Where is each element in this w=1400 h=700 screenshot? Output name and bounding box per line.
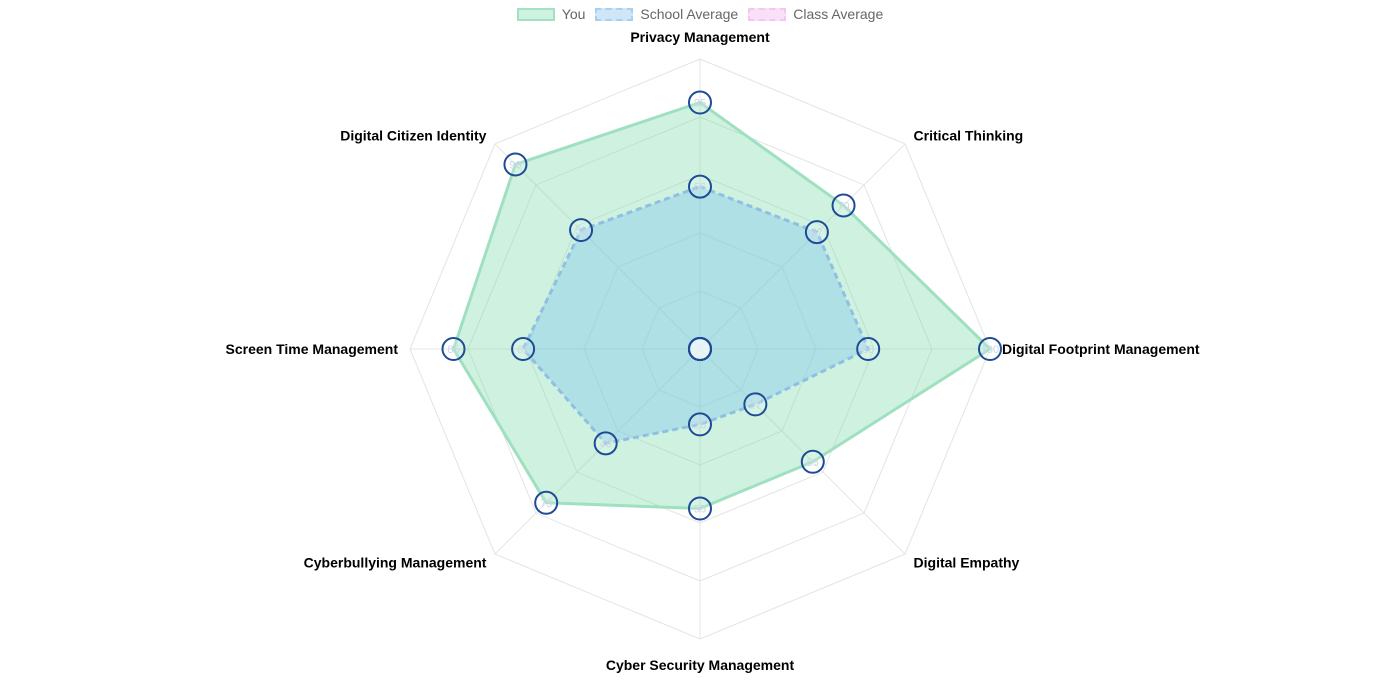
axis-label-8: Digital Citizen Identity: [340, 127, 486, 143]
legend-swatch-you: [516, 7, 555, 21]
data-point-school-average-2: [804, 220, 829, 245]
data-point-you-2: [831, 193, 856, 218]
axis-label-4: Digital Empathy: [914, 555, 1020, 571]
data-point-class-average-8: [688, 337, 712, 361]
series-area-you: [452, 101, 992, 510]
data-label-you-1: 85: [694, 98, 706, 110]
legend-item-you[interactable]: You: [516, 6, 586, 22]
axis-label-5: Cyber Security Management: [606, 657, 795, 673]
data-point-you-6: [534, 490, 559, 515]
data-label-school-average-6: 46: [600, 438, 612, 450]
data-point-you-3: [978, 337, 1002, 361]
axis-label-2: Critical Thinking: [914, 127, 1024, 143]
series-layer: [452, 101, 992, 510]
data-label-school-average-8: 58: [575, 225, 587, 237]
grid-spoke-8: [494, 143, 701, 350]
axis-label-6: Cyberbullying Management: [304, 555, 487, 571]
data-label-you-8: 90: [509, 159, 521, 171]
data-label-you-3: 100: [981, 344, 999, 356]
axis-label-7: Screen Time Management: [226, 341, 399, 357]
legend-item-class-average[interactable]: Class Average: [748, 6, 883, 22]
data-label-you-2: 70: [837, 200, 849, 212]
legend-label-school-average: School Average: [640, 6, 739, 22]
data-label-school-average-3: 58: [862, 344, 874, 356]
data-point-you-7: [441, 337, 466, 361]
legend-swatch-school-average: [595, 7, 634, 21]
data-label-you-5: 55: [694, 504, 706, 516]
data-label-school-average-4: 27: [749, 399, 761, 411]
data-point-school-average-6: [593, 431, 618, 456]
grid-spoke-4: [699, 348, 906, 555]
data-label-school-average-7: 61: [517, 344, 529, 356]
data-label-you-7: 85: [447, 344, 459, 356]
data-point-you-4: [800, 449, 825, 474]
data-point-school-average-1: [688, 174, 712, 199]
legend: You School Average Class Average: [0, 6, 1400, 22]
legend-label-class-average: Class Average: [793, 6, 884, 22]
data-label-school-average-1: 56: [694, 182, 706, 194]
grid-spoke-2: [699, 143, 906, 350]
data-point-school-average-3: [856, 337, 881, 361]
data-point-school-average-5: [688, 412, 712, 437]
data-point-you-5: [688, 496, 712, 521]
legend-swatch-class-average: [748, 7, 787, 21]
axis-label-3: Digital Footprint Management: [1002, 341, 1200, 357]
data-point-you-8: [503, 152, 528, 177]
data-label-you-4: 55: [807, 457, 819, 469]
legend-item-school-average[interactable]: School Average: [595, 6, 738, 22]
data-label-school-average-2: 57: [811, 227, 823, 239]
points-layer: 85 70 100 55 55 75 85 90 56 57 58 27 26 46 61 58: [441, 90, 1002, 521]
data-label-you-6: 75: [540, 498, 552, 510]
data-point-school-average-8: [569, 218, 594, 243]
data-point-school-average-7: [511, 337, 536, 361]
axis-label-1: Privacy Management: [630, 29, 770, 45]
legend-label-you: You: [561, 6, 586, 22]
data-label-school-average-5: 26: [694, 419, 706, 431]
data-point-school-average-4: [743, 392, 768, 417]
series-area-school-average: [521, 185, 870, 445]
data-point-you-1: [688, 90, 712, 115]
